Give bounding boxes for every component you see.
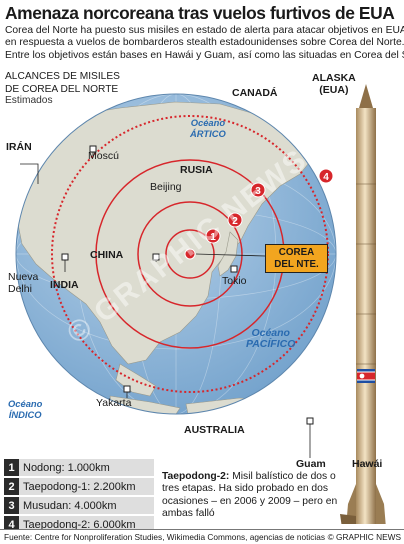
label-pacific-ocean: Océano PACÍFICO <box>246 328 295 350</box>
label-pacific-ocean-line: Océano <box>251 327 290 339</box>
label-china: CHINA <box>90 249 124 261</box>
label-moscow: Moscú <box>88 150 119 162</box>
legend-item: 1 Nodong: 1.000km <box>4 459 154 476</box>
range-heading-line: DE COREA DEL NORTE <box>5 83 119 95</box>
label-arctic-ocean: Océano ÁRTICO <box>190 117 226 139</box>
label-indian-ocean-line: Océano <box>8 398 43 409</box>
range-subheading: Estimados <box>5 95 53 106</box>
label-indian-ocean-line: ÍNDICO <box>8 409 42 420</box>
label-new-delhi: Nueva Delhi <box>8 271 38 295</box>
lead-line: en respuesta a vuelos de bombarderos ste… <box>5 37 404 49</box>
lead-line: Entre los objetivos están bases en Hawái… <box>5 49 404 61</box>
legend-number: 1 <box>4 459 19 476</box>
north-korea-callout-line: COREA <box>278 247 315 258</box>
footer-source: Fuente: Centre for Nonproliferation Stud… <box>4 532 325 542</box>
legend-item: 3 Musudan: 4.000km <box>4 497 154 514</box>
label-alaska-line: ALASKA <box>312 72 356 84</box>
footer: Fuente: Centre for Nonproliferation Stud… <box>0 529 404 544</box>
label-guam: Guam <box>296 458 326 470</box>
legend-number: 2 <box>4 478 19 495</box>
range-ring-2 <box>137 201 243 307</box>
label-canada: CANADÁ <box>232 87 278 99</box>
range-ring-1 <box>165 229 215 279</box>
legend-label: Nodong: 1.000km <box>23 461 110 474</box>
north-korea-flag-icon <box>357 369 375 383</box>
legend-number: 4 <box>4 516 19 533</box>
north-korea-callout-line: DEL NTE. <box>274 258 319 270</box>
lead-text: Corea del Norte ha puesto sus misiles en… <box>5 25 404 62</box>
japan-landmass <box>217 231 239 277</box>
australia-landmass <box>185 397 301 414</box>
ring-number: 2 <box>232 216 238 227</box>
label-alaska: ALASKA (EUA) <box>312 72 356 96</box>
legend-item: 4 Taepodong-2: 6.000km <box>4 516 154 533</box>
range-map: 1 2 3 4 <box>15 84 386 524</box>
label-india: INDIA <box>50 279 79 291</box>
label-arctic-ocean-line: ÁRTICO <box>190 128 226 139</box>
range-heading-line: ALCANCES DE MISILES <box>5 71 120 82</box>
ring-number: 3 <box>255 186 261 197</box>
legend-number: 3 <box>4 497 19 514</box>
legend-label: Taepodong-1: 2.200km <box>23 480 136 493</box>
legend-label: Taepodong-2: 6.000km <box>23 518 136 531</box>
southeast-asia-landmass <box>115 363 157 397</box>
label-arctic-ocean-line: Océano <box>190 117 226 128</box>
label-hawaii: Hawái <box>352 458 383 470</box>
label-tokyo: Tokio <box>222 275 247 287</box>
label-beijing: Beijing <box>150 181 182 193</box>
range-ring-4 <box>51 115 329 393</box>
label-new-delhi-line: Nueva <box>8 271 39 283</box>
label-iran: IRÁN <box>6 141 32 153</box>
ring-number: 4 <box>323 172 329 183</box>
taepodong-note-text: Misil balístico de dos o tres etapas. Ha… <box>162 471 338 519</box>
legend-item: 2 Taepodong-1: 2.200km <box>4 478 154 495</box>
label-indian-ocean: Océano ÍNDICO <box>8 398 42 420</box>
taepodong-note: Taepodong-2: Misil balístico de dos o tr… <box>162 471 348 520</box>
footer-credit: © GRAPHIC NEWS <box>327 532 401 542</box>
taepodong-rocket-illustration <box>340 84 386 524</box>
page-title: Amenaza norcoreana tras vuelos furtivos … <box>5 3 395 23</box>
ring-number: 1 <box>210 232 216 243</box>
label-alaska-line: (EUA) <box>319 84 349 96</box>
label-pacific-ocean-line: PACÍFICO <box>246 338 296 350</box>
label-russia: RUSIA <box>180 164 213 176</box>
lead-line: Corea del Norte ha puesto sus misiles en… <box>5 25 404 36</box>
north-korea-callout: COREA DEL NTE. <box>265 244 328 273</box>
missile-legend: 1 Nodong: 1.000km 2 Taepodong-1: 2.200km… <box>4 459 154 535</box>
range-heading: ALCANCES DE MISILES DE COREA DEL NORTE <box>5 71 120 96</box>
legend-label: Musudan: 4.000km <box>23 499 117 512</box>
label-jakarta: Yakarta <box>96 397 132 409</box>
label-australia: AUSTRALIA <box>184 424 245 436</box>
taepodong-note-name: Taepodong-2: <box>162 471 230 482</box>
ring-markers: 1 2 3 4 <box>205 168 334 244</box>
north-korea-marker <box>184 248 196 260</box>
label-new-delhi-line: Delhi <box>8 283 32 295</box>
